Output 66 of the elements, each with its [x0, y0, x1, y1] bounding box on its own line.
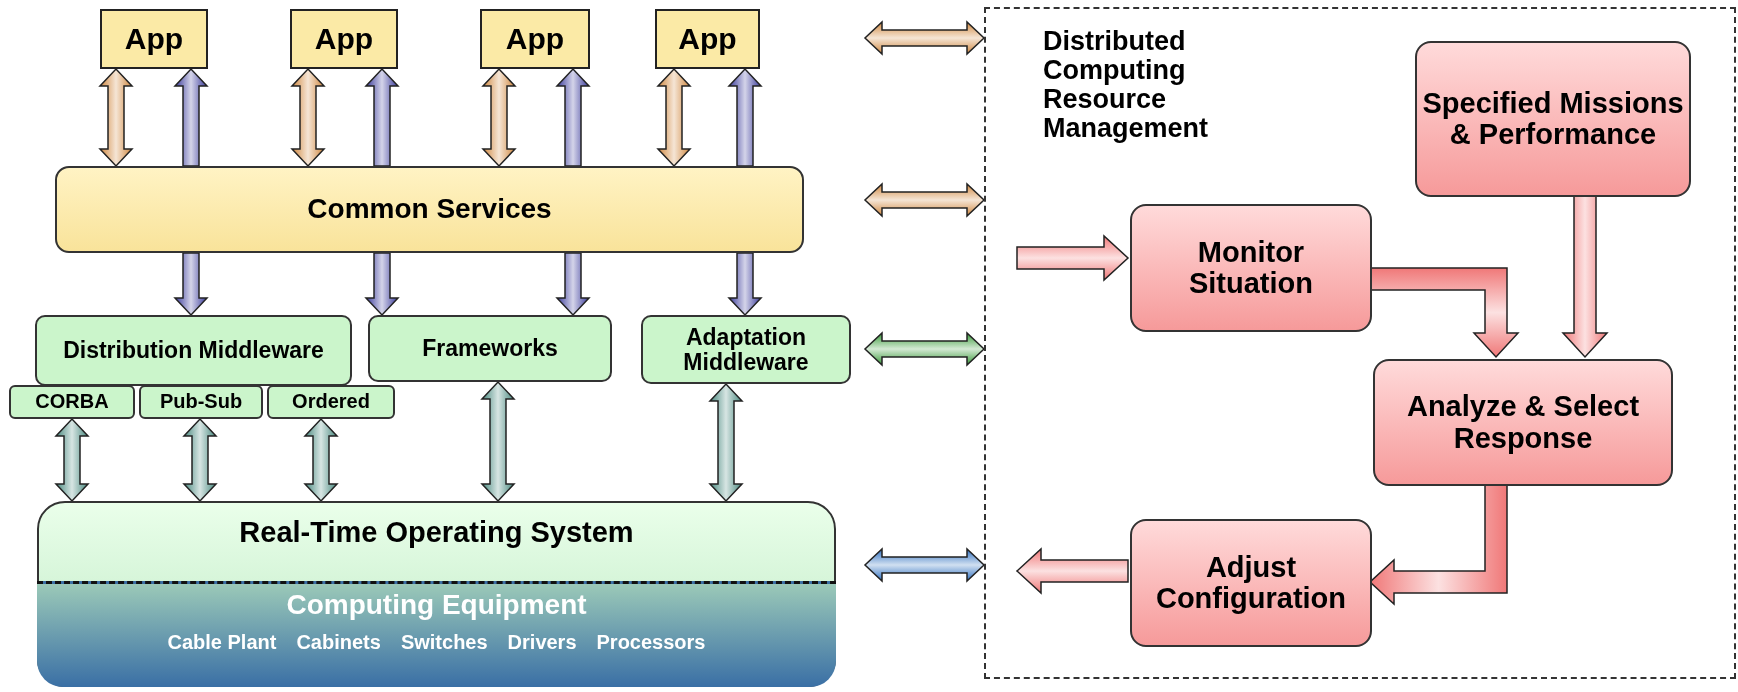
middleware-option-box — [9, 385, 135, 419]
frame-title: Distributed Computing Resource Management — [1043, 27, 1210, 144]
app-box — [655, 9, 760, 69]
block-arrow — [364, 252, 400, 317]
block-arrow — [173, 67, 209, 167]
box-label: Common Services — [307, 194, 552, 225]
block-arrow — [98, 67, 134, 168]
process-box — [1130, 204, 1372, 332]
box-label: Pub-Sub — [159, 391, 243, 413]
process-box — [1130, 519, 1372, 647]
box-label: Adaptation Middleware — [682, 324, 810, 375]
middleware-option-box — [139, 385, 263, 419]
box-label: App — [124, 22, 184, 56]
process-box — [1415, 41, 1691, 197]
app-box — [100, 9, 208, 69]
block-arrow — [364, 67, 400, 167]
block-arrow — [303, 417, 339, 503]
app-box — [290, 9, 398, 69]
block-arrow — [1016, 234, 1130, 282]
block-arrow — [656, 67, 692, 168]
box-label: Monitor Situation — [1187, 236, 1314, 300]
app-box — [480, 9, 590, 69]
box-label: Ordered — [292, 391, 370, 413]
box-label: Distribution Middleware — [63, 338, 324, 363]
box-label: App — [314, 22, 374, 56]
equipment-label: Drivers — [507, 632, 577, 654]
middleware-box — [35, 315, 352, 386]
equipment-band — [37, 581, 836, 687]
band-heading: Computing Equipment — [286, 590, 587, 621]
block-arrow — [1561, 194, 1609, 359]
block-arrow — [555, 252, 591, 317]
box-label: Real-Time Operating System — [239, 517, 634, 549]
block-arrow — [481, 67, 517, 168]
box-label: CORBA — [35, 391, 109, 413]
box-label: Specified Missions & Performance — [1421, 87, 1685, 151]
block-arrow — [863, 331, 986, 367]
block-arrow — [480, 380, 516, 503]
equipment-label: Cable Plant — [167, 632, 277, 654]
box-label: App — [678, 22, 737, 56]
dashed-frame — [984, 7, 1736, 679]
equipment-label: Processors — [596, 632, 706, 654]
equipment-label: Switches — [400, 632, 488, 654]
box-label: Adjust Configuration — [1154, 551, 1348, 615]
box-label: Frameworks — [422, 336, 558, 361]
block-arrow — [727, 67, 763, 167]
block-arrow — [863, 182, 986, 218]
box-label: Analyze & Select Response — [1405, 391, 1641, 454]
block-arrow — [863, 547, 986, 583]
middleware-option-box — [267, 385, 395, 419]
service-layer-box — [55, 166, 804, 253]
block-arrow — [727, 252, 763, 317]
block-arrow — [173, 252, 209, 317]
block-arrow — [1369, 267, 1520, 359]
block-arrow — [708, 382, 744, 503]
block-arrow — [555, 67, 591, 167]
block-arrow — [182, 417, 218, 503]
block-arrow — [54, 417, 90, 503]
equipment-label: Cabinets — [296, 632, 381, 654]
operating-system-box — [37, 501, 836, 687]
middleware-box — [368, 315, 612, 382]
process-box — [1373, 359, 1673, 486]
box-label: App — [505, 22, 565, 56]
block-arrow — [863, 20, 986, 56]
block-arrow — [1015, 547, 1129, 595]
middleware-box — [641, 315, 851, 384]
block-arrow — [290, 67, 326, 168]
